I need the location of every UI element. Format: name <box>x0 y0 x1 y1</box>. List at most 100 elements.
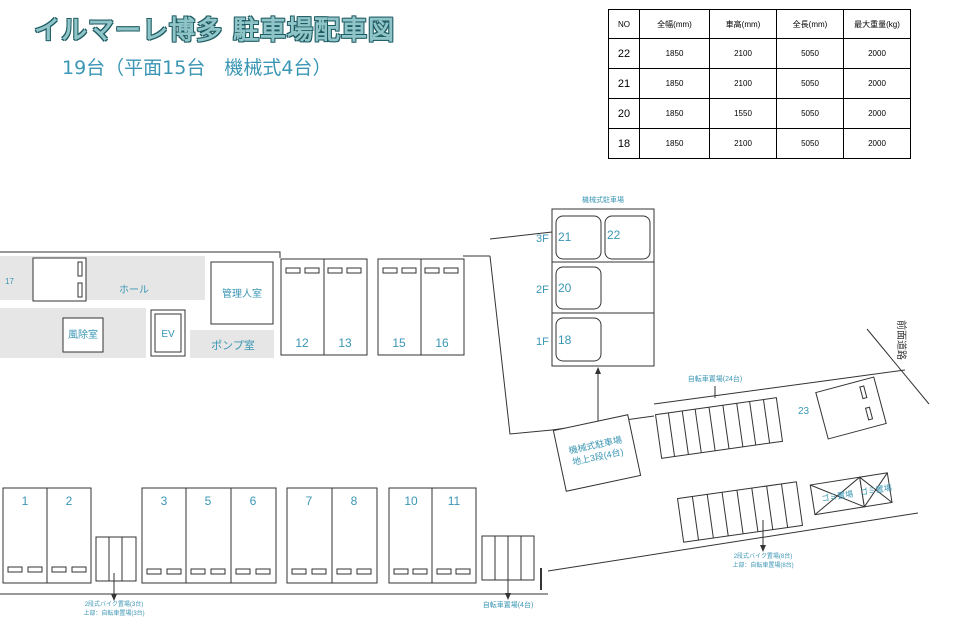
bottom-road-line <box>547 512 919 572</box>
parking-block-3-5-6 <box>141 487 277 584</box>
space-5-label: 5 <box>205 494 212 508</box>
bike-rack-left <box>95 536 137 582</box>
wheel-stop <box>443 267 459 274</box>
space-3-label: 3 <box>161 494 168 508</box>
wheel-stop <box>77 261 83 277</box>
space-11-label: 11 <box>448 494 461 508</box>
wheel-stop <box>412 568 428 575</box>
arrow-head <box>760 545 766 552</box>
wheel-stop <box>336 568 352 575</box>
mech-space-22-label: 22 <box>607 228 621 242</box>
mech-space-21 <box>555 215 602 260</box>
rack-divider <box>691 496 699 541</box>
mech-space-22 <box>604 215 651 260</box>
floor-1f-label: 1F <box>536 336 549 348</box>
mech-parking-underground: 機械式駐車場 地上3段(4台) <box>552 414 642 492</box>
garbage-label-2: ゴミ置場 <box>859 482 892 497</box>
spec-header-length: 全長(mm) <box>776 9 844 39</box>
elevator <box>150 309 186 357</box>
rack-divider <box>722 405 730 449</box>
rack-divider <box>708 407 716 451</box>
elevator-label: EV <box>161 329 175 340</box>
table-row: 18 1850 2100 5050 2000 <box>608 128 911 159</box>
space-10-label: 10 <box>404 494 418 508</box>
arrow-head <box>595 367 601 374</box>
table-row: 22 1850 2100 5050 2000 <box>608 38 911 69</box>
floor-3f-label: 3F <box>536 233 549 245</box>
mech-underground-box <box>552 414 642 492</box>
wheel-stop <box>401 267 417 274</box>
wheel-stop <box>311 568 327 575</box>
spec-table: NO 全幅(mm) 車高(mm) 全長(mm) 最大重量(kg) 22 1850… <box>608 9 911 159</box>
table-cell: 1850 <box>639 128 710 159</box>
building-area-pump <box>190 330 274 358</box>
space-12-label: 12 <box>295 336 309 350</box>
bike-24-label: 自転車置場(24台) <box>688 374 742 383</box>
table-cell: 2000 <box>843 68 911 99</box>
wheel-stop <box>393 568 409 575</box>
cross-line <box>863 472 888 508</box>
wheel-stop <box>190 568 206 575</box>
management-room <box>210 261 274 325</box>
page-subtitle: 19台（平面15台 機械式4台） <box>62 57 332 79</box>
wheel-stop <box>166 568 182 575</box>
table-cell: 18 <box>608 128 640 159</box>
front-road-label: 前面道路 <box>895 320 908 360</box>
table-cell: 5050 <box>776 128 844 159</box>
mech-parking-tower <box>551 208 655 367</box>
table-row: 21 1850 2100 5050 2000 <box>608 68 911 99</box>
space-2-label: 2 <box>66 494 73 508</box>
table-cell: 5050 <box>776 68 844 99</box>
table-cell: 5050 <box>776 38 844 69</box>
wheel-stop <box>382 267 398 274</box>
wheel-stop <box>7 566 23 573</box>
wheel-stop <box>235 568 251 575</box>
bike-right-label-1: 2段式バイク置場(8台) <box>734 552 793 560</box>
bike-rack-24 <box>654 397 784 459</box>
front-road-line <box>866 328 930 405</box>
mech-space-18 <box>555 317 602 362</box>
wheel-stop <box>77 282 83 298</box>
boundary-line <box>489 255 553 435</box>
bike-rack-outline <box>654 397 784 459</box>
front-road-label-group: 前面道路 <box>895 320 908 360</box>
hall-label: ホール <box>119 284 149 296</box>
rack-divider <box>751 488 759 532</box>
building-boundary <box>0 251 281 258</box>
wheel-stop <box>291 568 307 575</box>
rack-divider <box>681 410 689 455</box>
wheel-stop <box>424 267 440 274</box>
rack-divider <box>736 490 744 534</box>
wheel-stop <box>146 568 162 575</box>
bike-left-label-2: 上部：自転車置場(3台) <box>83 609 144 617</box>
bike-mid-label: 自転車置場(4台) <box>483 600 534 609</box>
wheel-stop <box>859 385 868 400</box>
rack-divider <box>736 403 744 447</box>
table-cell: 2000 <box>843 128 911 159</box>
rack-divider <box>694 409 702 453</box>
wheel-stop <box>285 267 301 274</box>
wheel-stop <box>51 566 67 573</box>
rack-divider <box>749 401 757 446</box>
arrow-head <box>505 593 511 600</box>
wheel-stop <box>210 568 226 575</box>
space-8-label: 8 <box>351 494 358 508</box>
wheel-stop <box>436 568 452 575</box>
cross-line <box>814 476 860 516</box>
wheel-stop <box>255 568 271 575</box>
rack-divider <box>706 494 714 539</box>
space-23 <box>815 376 887 440</box>
pump-room-label: ポンプ室 <box>211 338 255 352</box>
arrow-head <box>111 594 117 601</box>
space-16-label: 16 <box>435 336 449 350</box>
boundary-line <box>489 231 553 240</box>
rack-divider <box>766 485 774 530</box>
mech-space-18-label: 18 <box>558 333 572 347</box>
bike-right-label-2: 上部：自転車置場(8台) <box>732 561 793 569</box>
wheel-stop <box>304 267 320 274</box>
wheel-stop <box>327 267 343 274</box>
spec-header-weight: 最大重量(kg) <box>843 9 911 39</box>
page-title: イルマーレ博多 駐車場配車図 <box>34 16 396 46</box>
space-13-label: 13 <box>338 336 352 350</box>
